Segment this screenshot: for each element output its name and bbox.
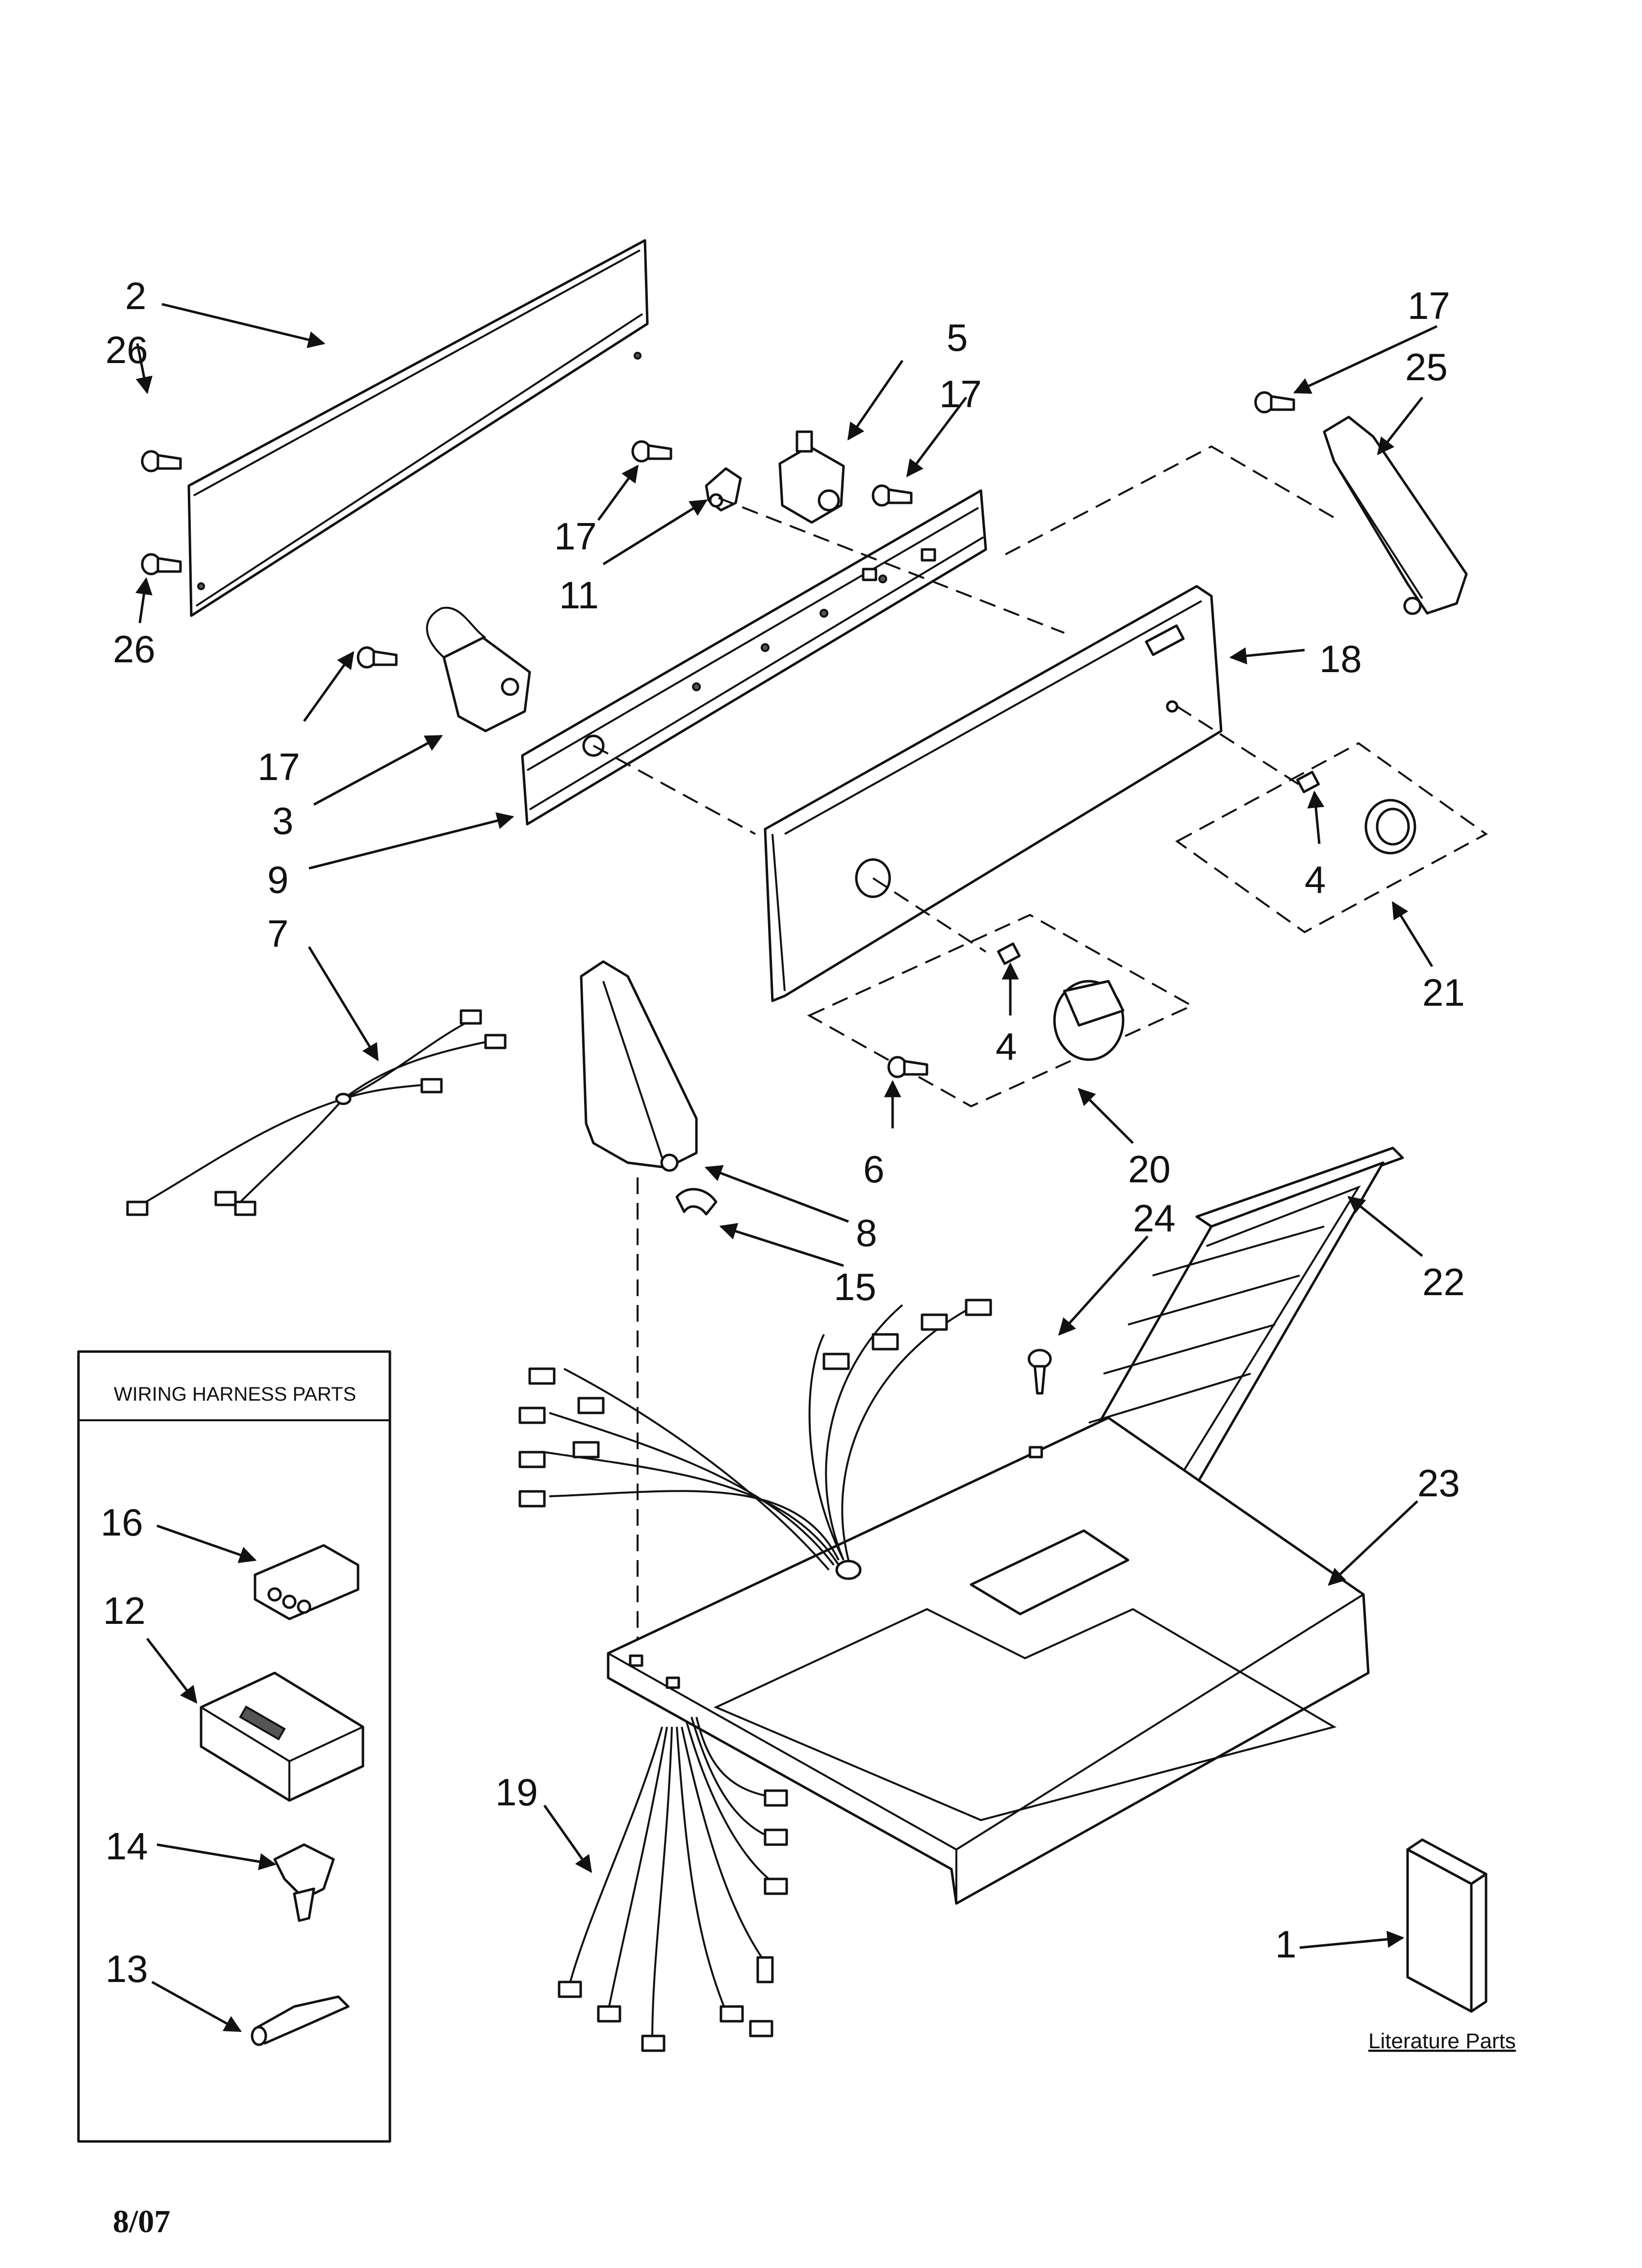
screw-6-part [887,1056,928,1078]
label-4-lower: 4 [996,1025,1017,1068]
label-16: 16 [101,1501,143,1544]
label-11: 11 [559,574,599,617]
literature-parts-label: Literature Parts [1368,2029,1516,2053]
screw-17-timer-part [357,646,398,669]
timer-part [426,606,531,732]
rear-panel-part [187,239,649,617]
screw-17-end-cap-part [1254,391,1295,414]
label-22: 22 [1422,1260,1465,1303]
knob-clip-4-upper-part [1296,771,1320,793]
top-cover-part [607,1416,1370,1905]
callout-labels: 2 26 26 5 17 17 11 17 3 9 7 17 25 18 4 2… [101,274,1465,1990]
screw-24-part [1027,1349,1052,1395]
screw-17-switch-part [872,484,913,507]
top-wire-harness-part [518,1299,992,1571]
terminal-13-part [251,1995,350,2046]
knob-group-21-outline [1175,742,1488,934]
label-14: 14 [105,1825,148,1868]
label-23: 23 [1417,1461,1460,1505]
label-1: 1 [1275,1923,1296,1966]
dash-line-panel [1005,445,1335,555]
screw-26-top-part [141,450,182,472]
dash-line-console-top [718,497,1065,634]
knob-clip-4-lower-part [997,942,1021,965]
label-9: 9 [267,858,288,901]
label-17-timer: 17 [257,745,300,788]
label-21: 21 [1422,971,1465,1014]
connector-block-12-part [200,1671,364,1802]
label-20: 20 [1128,1147,1171,1191]
label-15: 15 [834,1265,876,1308]
label-26-top: 26 [105,328,148,371]
literature-booklet-part [1406,1838,1488,2013]
label-8: 8 [856,1211,877,1254]
knob-20-part [1053,980,1125,1061]
wire-harness-7-part [126,1009,507,1216]
left-end-cap-part [580,960,698,1172]
screw-17-clip-part [631,440,672,463]
label-3: 3 [272,799,293,842]
lower-wire-harness-part [558,1717,788,2052]
label-4-upper: 4 [1305,858,1326,901]
label-6: 6 [863,1147,884,1191]
label-19: 19 [495,1771,538,1814]
label-5: 5 [947,316,968,359]
end-cap-part [1323,416,1468,615]
dash-line-knob-20 [872,877,987,953]
label-13: 13 [105,1947,148,1990]
label-26-bottom: 26 [113,627,155,671]
label-7: 7 [267,912,288,955]
switch-part [778,430,845,524]
leader-arrows [135,303,1438,2033]
knob-21-part [1364,799,1416,855]
clip-15-part [675,1188,718,1216]
connector-16-part [254,1544,359,1620]
console-part [764,585,1223,1002]
label-18: 18 [1319,637,1362,680]
screw-26-bottom-part [141,553,182,575]
label-24: 24 [1133,1197,1176,1240]
clip-14-part [273,1843,335,1922]
lint-screen-part [1053,1147,1404,1503]
label-2: 2 [125,274,146,317]
label-12: 12 [103,1589,146,1632]
dash-line-console-left [593,745,756,835]
console-frame-part [521,489,987,826]
label-17-endcap: 17 [1408,284,1450,327]
wiring-harness-parts-title: WIRING HARNESS PARTS [114,1383,356,1405]
knob-group-20-outline [807,913,1194,1108]
clip-11-part [705,467,742,512]
label-17-clip: 17 [554,515,597,558]
label-25: 25 [1405,345,1448,389]
label-17-switch: 17 [939,372,982,416]
revision-date: 8/07 [113,2204,170,2240]
